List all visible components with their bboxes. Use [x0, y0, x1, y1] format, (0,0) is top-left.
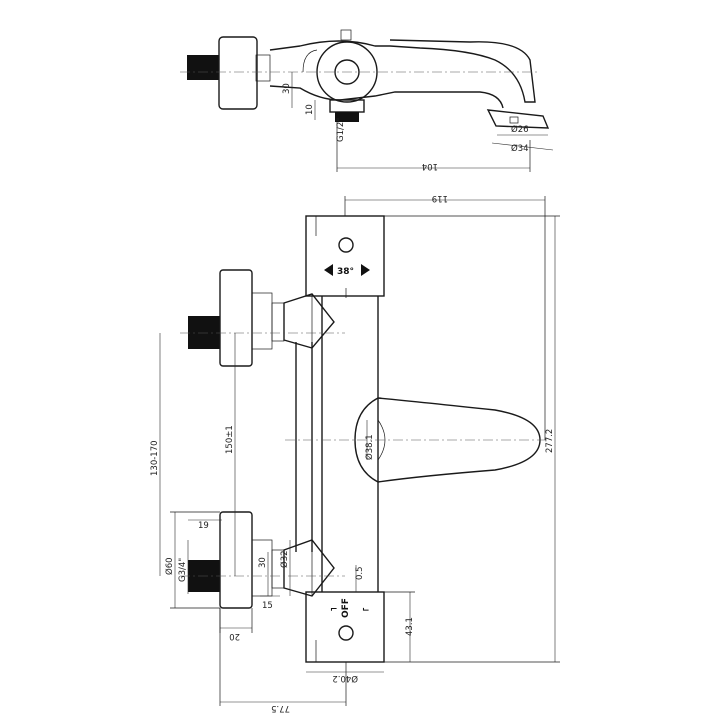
dim-10-top: 10 [305, 104, 315, 115]
connecting-pipe [295, 342, 313, 552]
lower-wall-flange [219, 511, 253, 609]
dim-d26: Ø26 [511, 124, 529, 135]
dim-20: 20 [229, 631, 240, 641]
dim-19: 19 [198, 521, 209, 531]
top-view: 30 10 G1/2" Ø26 Ø34 104 [180, 29, 554, 172]
top-spout-end [486, 109, 550, 129]
dim-15: 15 [262, 601, 273, 611]
rotation-label: 38° [337, 267, 354, 277]
top-cap-screw [338, 237, 354, 253]
dim-d60: Ø60 [164, 557, 175, 575]
top-wall-flange [218, 36, 258, 110]
bottom-end-cap [305, 591, 385, 663]
lower-eccentric [283, 539, 335, 597]
upper-wall-flange [219, 269, 253, 367]
dim-43-1: 43.1 [405, 617, 415, 636]
bath-symbol-icon: ⌙ [362, 605, 370, 615]
dim-g34: G3/4" [178, 558, 188, 582]
dim-d34: Ø34 [511, 143, 529, 154]
shower-symbol-icon: ⌐ [330, 605, 338, 615]
dim-d32: Ø32 [279, 550, 290, 568]
top-knob-ring [316, 41, 378, 103]
dim-d38-1: Ø38.1 [364, 434, 375, 460]
front-view: 38° OFF ⌐ ⌙ [150, 193, 560, 713]
dim-0-5: 0.5 [355, 566, 365, 580]
dim-277-2: 277.2 [545, 429, 555, 453]
main-body [321, 296, 379, 602]
upper-thread [188, 316, 222, 349]
dim-30-top: 30 [282, 83, 292, 94]
upper-eccentric [283, 293, 335, 349]
top-knob-center [334, 59, 360, 85]
top-end-cap [305, 215, 385, 297]
top-threaded-inlet [187, 55, 219, 80]
dim-g12: G1/2" [336, 118, 346, 142]
bottom-cap-screw [338, 625, 354, 641]
dim-150: 150±1 [225, 425, 235, 454]
dim-30-front: 30 [258, 557, 268, 568]
dim-130-170: 130-170 [150, 440, 160, 476]
dim-104: 104 [422, 161, 438, 171]
dim-77-5: 77.5 [271, 703, 290, 713]
top-body [269, 39, 536, 103]
off-label: OFF [341, 598, 351, 618]
dim-d40-2: Ø40.2 [332, 673, 358, 684]
dim-119: 119 [432, 193, 448, 203]
